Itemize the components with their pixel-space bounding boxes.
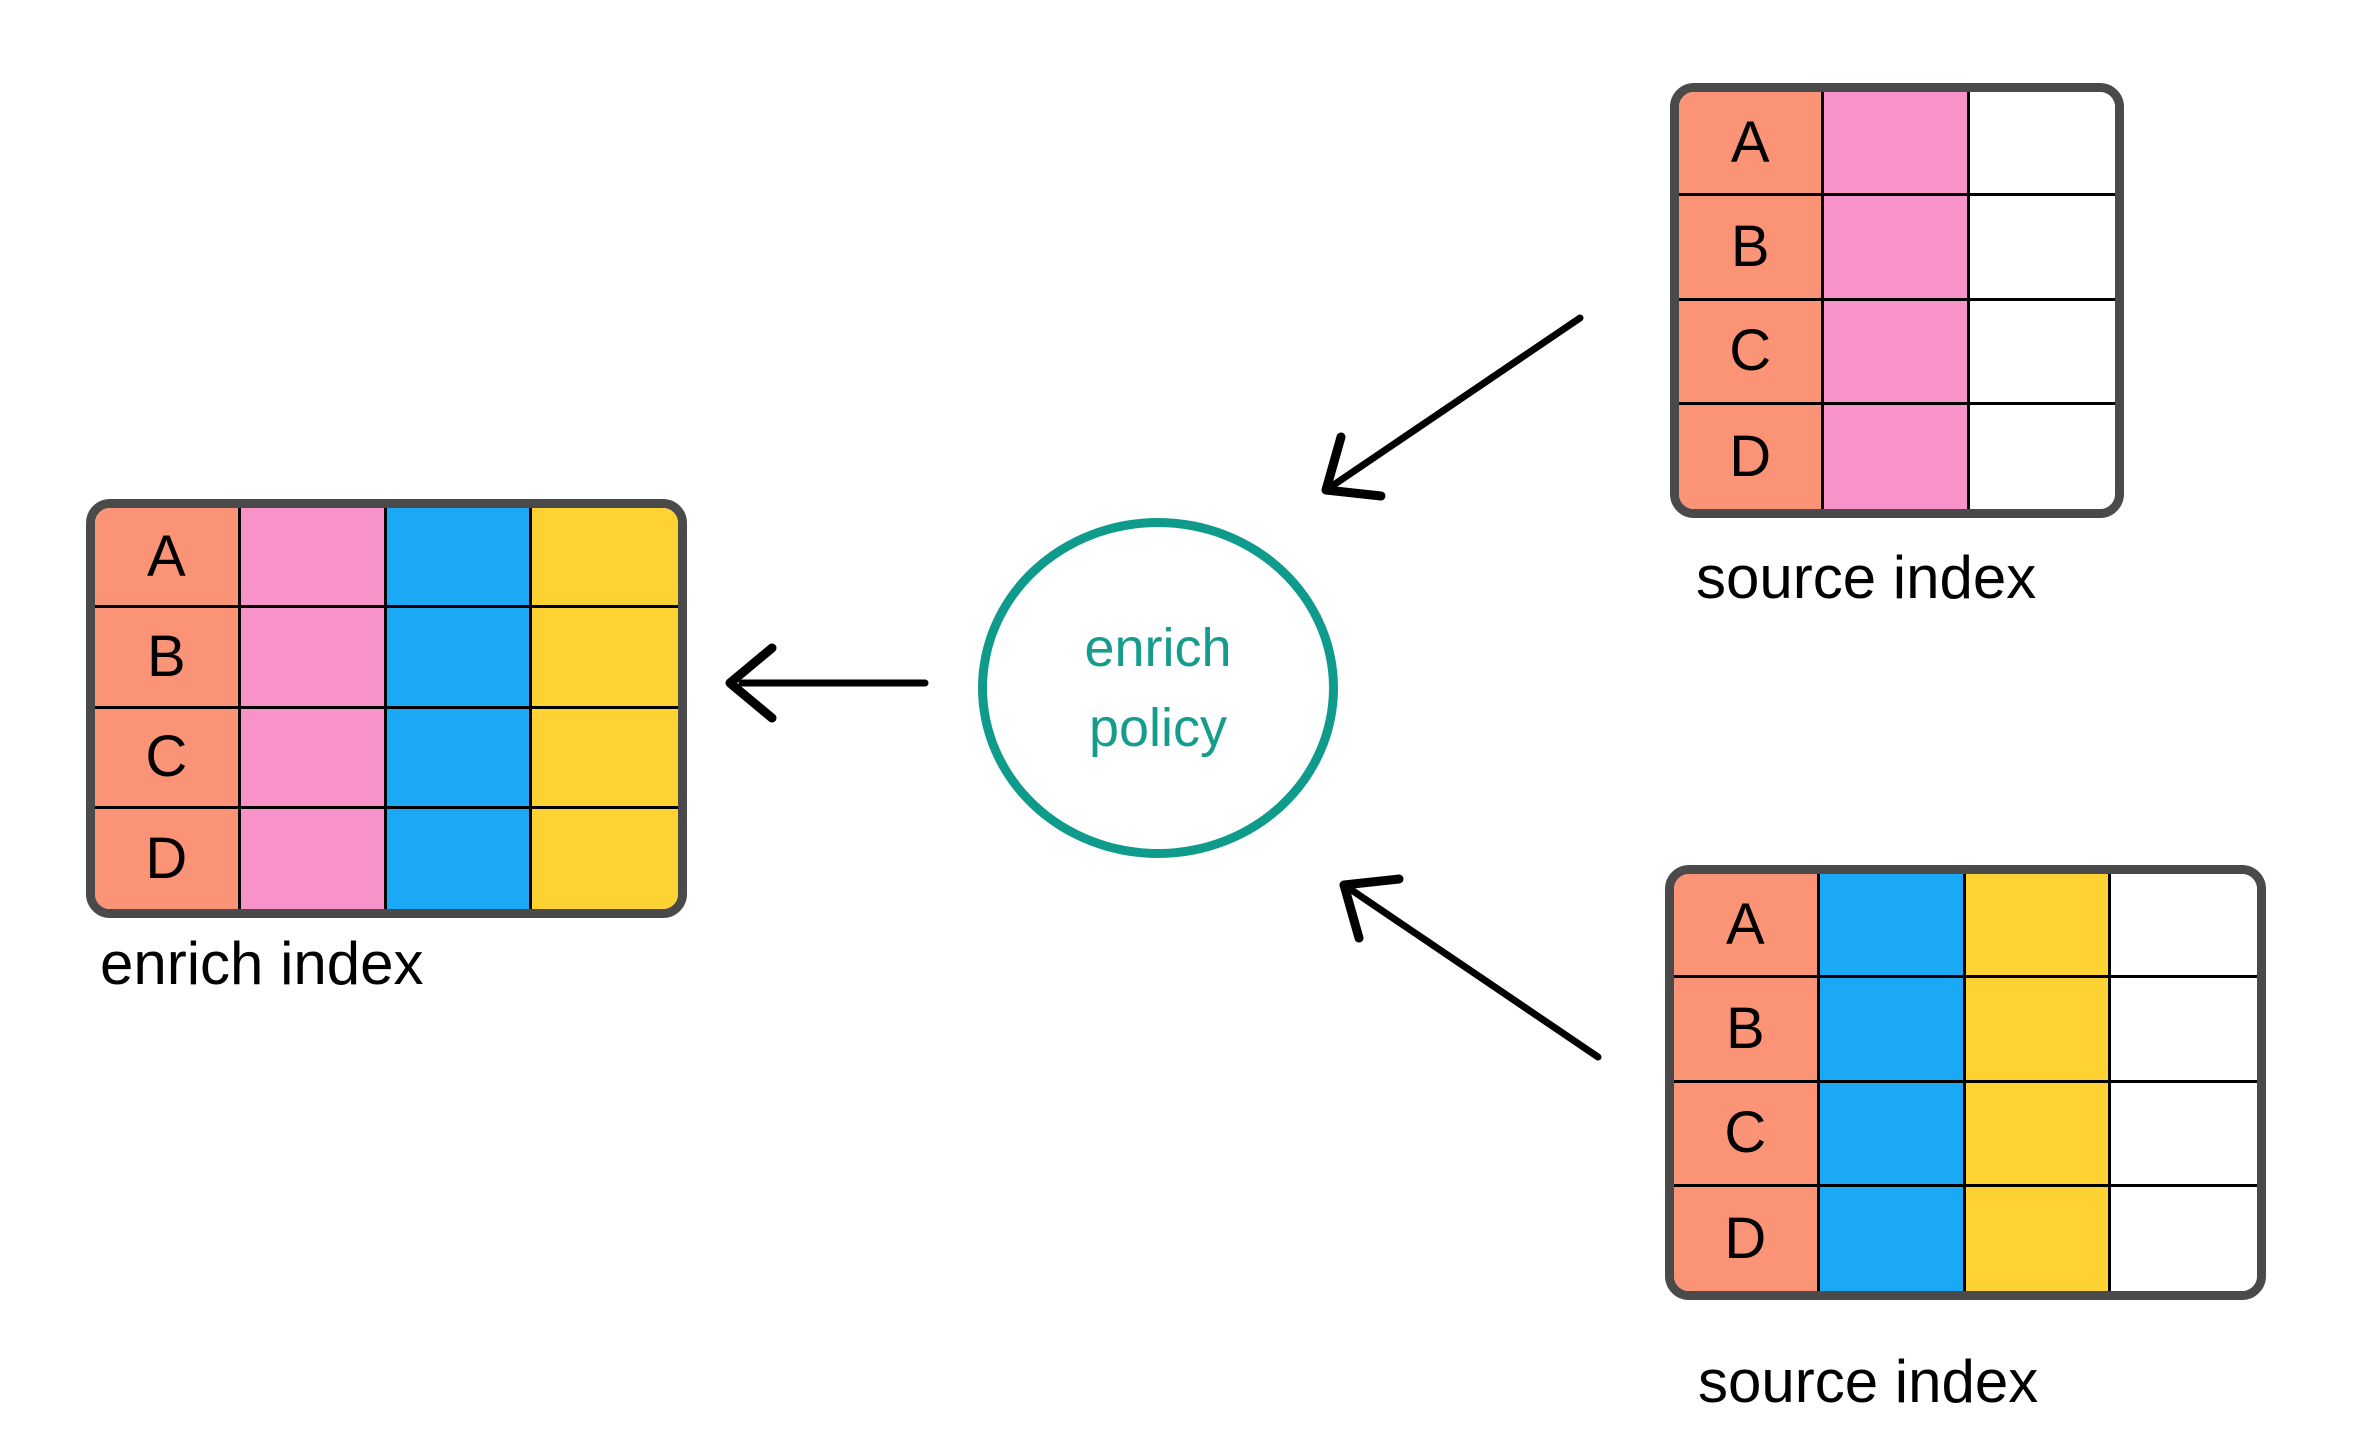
empty-cell [2111,978,2257,1083]
data-cell [1965,1186,2112,1291]
row-label-cell: D [1674,1186,1820,1291]
data-cell [532,508,678,609]
row-label-cell: A [1674,874,1820,979]
data-cell [240,508,387,609]
data-cell [386,808,533,909]
arrow-top-source-to-policy [1321,314,1584,501]
row-label-cell: A [95,508,241,609]
data-cell [532,608,678,709]
enrich-policy-label-line2: policy [1088,698,1228,758]
row-label-cell: D [1679,404,1825,509]
row-label-cell: B [95,608,241,709]
source-index-bottom-table: A B C D [1665,865,2266,1300]
data-cell [532,708,678,809]
row-label-cell: A [1679,92,1825,197]
empty-cell [1969,196,2115,301]
enrich-index-label: enrich index [100,930,424,997]
empty-cell [2111,1082,2257,1187]
empty-cell [1969,92,2115,197]
empty-cell [1969,300,2115,405]
arrow-bottom-source-to-policy [1339,874,1602,1061]
data-cell [1965,1082,2112,1187]
row-label-cell: C [1679,300,1825,405]
data-cell [1824,404,1970,509]
empty-cell [2111,874,2257,979]
data-cell [1819,874,1966,979]
data-cell [1965,874,2112,979]
empty-cell [2111,1186,2257,1291]
source-index-top-table: A B C D [1670,83,2124,518]
row-label-cell: C [1674,1082,1820,1187]
data-cell [532,808,678,909]
source-index-bottom-label: source index [1698,1348,2039,1415]
row-label-cell: D [95,808,241,909]
data-cell [1824,196,1970,301]
data-cell [1819,1186,1966,1291]
data-cell [386,508,533,609]
data-cell [1824,300,1970,405]
enrich-policy-circle: enrich policy [978,518,1338,858]
data-cell [1965,978,2112,1083]
arrow-policy-to-enrich-index [725,643,929,723]
row-label-cell: C [95,708,241,809]
data-cell [240,708,387,809]
data-cell [386,708,533,809]
source-index-top-label: source index [1696,544,2037,611]
enrich-policy-label-line1: enrich [1084,618,1232,678]
row-label-cell: B [1674,978,1820,1083]
data-cell [1819,978,1966,1083]
data-cell [240,808,387,909]
data-cell [1819,1082,1966,1187]
row-label-cell: B [1679,196,1825,301]
data-cell [386,608,533,709]
data-cell [240,608,387,709]
empty-cell [1969,404,2115,509]
data-cell [1824,92,1970,197]
enrich-index-table: A B C D [86,499,687,918]
